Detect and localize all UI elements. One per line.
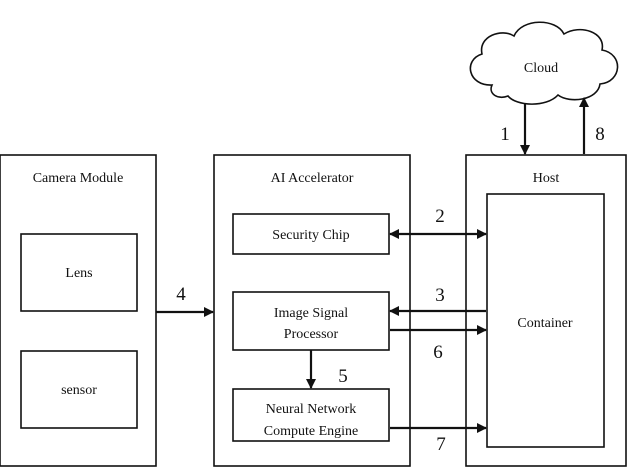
sensor-box [20,350,138,429]
edge-7-label: 7 [436,434,446,455]
security-chip-label: Security Chip [272,228,349,243]
edge-5-label: 5 [338,366,348,387]
isp-label-line2: Processor [284,327,339,342]
host-node: Host Container [465,154,627,467]
edge-6-label: 6 [433,342,443,363]
edge-3-label: 3 [435,285,445,306]
ai-accelerator-label: AI Accelerator [271,171,354,186]
edge-2-label: 2 [435,206,445,227]
container-label: Container [517,316,573,331]
edge-4-label: 4 [176,284,186,305]
sensor-label: sensor [61,383,97,398]
cloud-label: Cloud [524,61,558,76]
camera-module-label: Camera Module [33,171,124,186]
host-label: Host [533,171,560,186]
neural-network-compute-engine-box [232,388,390,442]
nn-label-line1: Neural Network [266,402,357,417]
edge-1-label: 1 [500,124,510,145]
container-box [486,193,605,448]
cloud-shape [469,21,619,105]
cloud-node: Cloud [469,21,619,105]
lens-box [20,233,138,312]
lens-label: Lens [65,266,92,281]
edge-8-label: 8 [595,124,605,145]
isp-label-line1: Image Signal [274,306,348,321]
ai-accelerator-node: AI Accelerator Security Chip Image Signa… [213,154,411,467]
nn-label-line2: Compute Engine [264,424,359,439]
image-signal-processor-box [232,291,390,351]
camera-module-node: Camera Module Lens sensor [0,154,157,467]
